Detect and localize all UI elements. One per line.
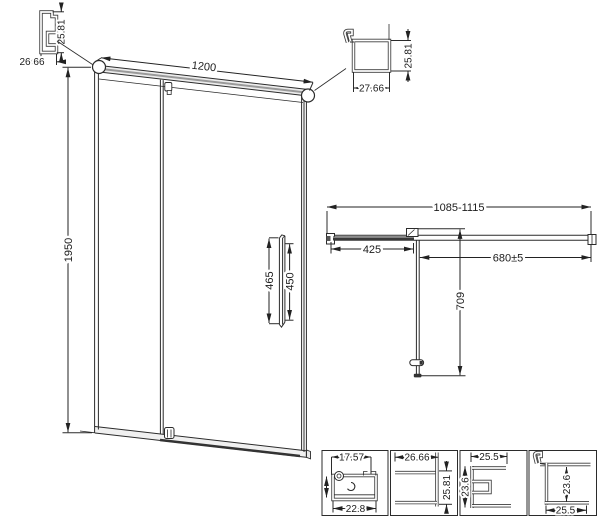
detail-box-4: 23.6 25.5 xyxy=(528,450,597,519)
dim-adjust-range: 1085-1115 xyxy=(434,202,485,214)
dim-top-rail-width: 27.66 xyxy=(359,83,384,94)
roller-cover-right xyxy=(300,88,316,103)
dim-detail1-bottom: 22.8 xyxy=(346,504,366,515)
dim-panel-depth: 709 xyxy=(455,292,467,310)
door-front-view: 465 450 1200 1950 xyxy=(60,56,316,460)
dim-fixed-panel: 425 xyxy=(363,244,381,256)
detail-box-1: 17.57 22.8 xyxy=(321,450,389,517)
dim-handle-inner: 450 xyxy=(284,272,296,290)
dim-detail4-side: 23.6 xyxy=(562,474,573,494)
glass-panel-divider xyxy=(159,79,164,435)
dim-detail2-side: 25.81 xyxy=(442,475,453,500)
dim-wall-profile-width: 26 66 xyxy=(19,57,44,68)
dim-detail3-side: 23.6 xyxy=(460,477,471,497)
dim-door-width: 1200 xyxy=(191,60,217,75)
fixed-panel-plan xyxy=(333,236,414,241)
dim-door-height: 1950 xyxy=(63,238,75,262)
leader-wall-profile xyxy=(56,40,93,65)
bottom-guide-block xyxy=(164,427,175,439)
dim-wall-profile-height: 25.81 xyxy=(57,19,68,44)
dim-door-opening: 680±5 xyxy=(493,252,524,264)
plan-view: 1085-1115 425 680±5 xyxy=(326,199,597,378)
dim-top-rail-height: 25.81 xyxy=(404,43,415,68)
top-hanger-tab xyxy=(164,82,173,92)
leader-top-rail xyxy=(314,68,347,91)
sliding-panel-plan xyxy=(409,240,425,378)
dim-detail1-top: 17.57 xyxy=(339,452,364,463)
roller-detail xyxy=(334,471,344,481)
detail-box-2: 26.66 25.81 xyxy=(390,450,458,516)
dim-detail2-top: 26.66 xyxy=(404,453,429,464)
door-frame xyxy=(94,67,307,457)
roller-cover-left xyxy=(91,59,107,75)
dim-handle-outer: 465 xyxy=(264,271,276,289)
panel-clamp xyxy=(406,228,419,237)
wall-profile-detail: 26 66 25.81 xyxy=(17,2,93,70)
dim-detail4-bottom: 25.5 xyxy=(556,506,576,517)
detail-box-3: 25.5 23.6 xyxy=(458,450,528,516)
top-rail-profile-detail: 27.66 25.81 xyxy=(314,24,417,96)
door-handle xyxy=(278,234,286,329)
dim-detail3-top: 25.5 xyxy=(479,452,499,463)
